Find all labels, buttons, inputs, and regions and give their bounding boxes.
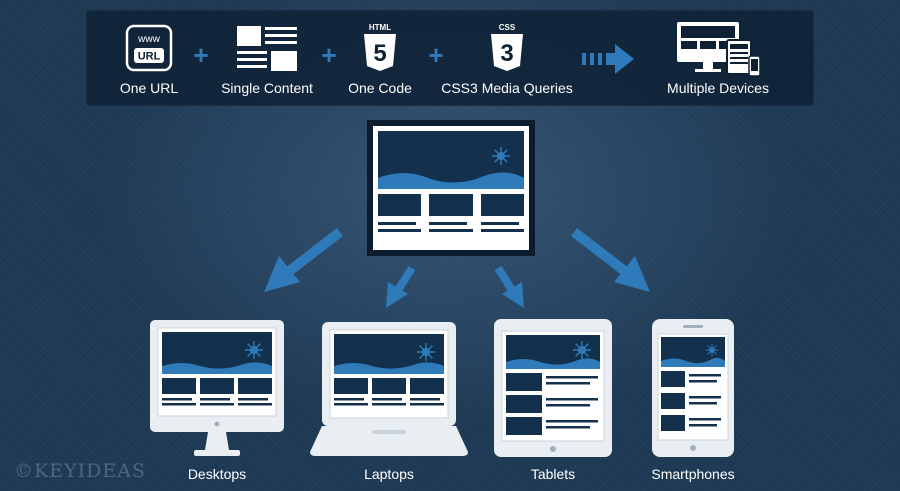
- arrow-to-smartphone-icon: [570, 228, 650, 292]
- svg-text:5: 5: [373, 40, 386, 67]
- plus-connector: +: [428, 40, 444, 70]
- step-css3-media-queries: CSS 3 CSS3 Media Queries: [432, 10, 582, 106]
- step-multiple-devices: Multiple Devices: [654, 10, 782, 106]
- step-label: One URL: [119, 80, 179, 96]
- step-one-url: www URL One URL: [104, 10, 194, 106]
- laptop-icon: [310, 322, 468, 456]
- arrow-to-desktop-icon: [264, 228, 344, 292]
- arrow-to-tablet-icon: [494, 265, 524, 308]
- device-label-desktops: Desktops: [187, 466, 247, 482]
- svg-text:HTML: HTML: [369, 23, 391, 32]
- desktop-icon: [150, 320, 284, 456]
- url-icon: www URL: [125, 24, 173, 72]
- step-label: Single Content: [221, 80, 313, 96]
- plus-connector: +: [193, 40, 209, 70]
- device-label-tablets: Tablets: [530, 466, 576, 482]
- arrow-to-laptop-icon: [386, 265, 416, 308]
- css3-icon: CSS 3: [491, 23, 523, 71]
- svg-text:www: www: [137, 34, 160, 45]
- step-label: CSS3 Media Queries: [441, 80, 573, 96]
- html5-icon: HTML 5: [364, 23, 396, 71]
- svg-text:3: 3: [500, 40, 513, 67]
- svg-text:CSS: CSS: [499, 23, 516, 32]
- content-layout-icon: [237, 26, 297, 71]
- step-label: One Code: [348, 80, 412, 96]
- device-label-smartphones: Smartphones: [651, 466, 735, 482]
- workflow-banner: www URL One URL + Single Content + HTML …: [86, 10, 814, 106]
- step-single-content: Single Content: [212, 10, 322, 106]
- svg-text:URL: URL: [138, 51, 161, 63]
- central-webpage: [367, 120, 535, 256]
- device-label-laptops: Laptops: [364, 466, 414, 482]
- step-one-code: HTML 5 One Code: [340, 10, 420, 106]
- plus-connector: +: [321, 40, 337, 70]
- step-label: Multiple Devices: [667, 80, 769, 96]
- multiple-devices-icon: [677, 22, 761, 77]
- arrow-right-icon: [582, 44, 634, 74]
- smartphone-icon: [652, 319, 734, 457]
- watermark: ©KEYIDEAS: [14, 460, 146, 482]
- tablet-icon: [494, 319, 612, 457]
